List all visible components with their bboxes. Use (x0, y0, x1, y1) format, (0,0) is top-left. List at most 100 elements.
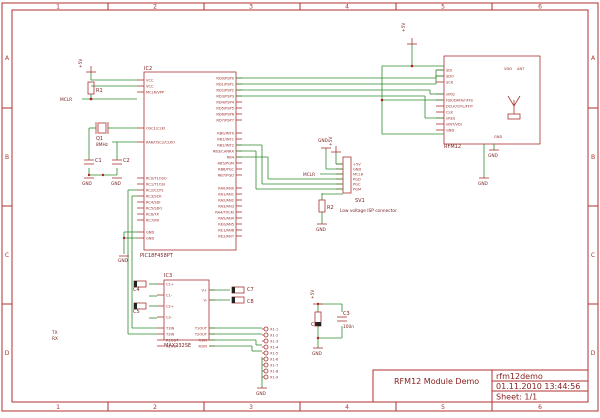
col-label: 5 (441, 4, 445, 11)
col-label: 3 (249, 4, 253, 11)
ic2-gnd-pin-label: GND (146, 236, 154, 240)
c2-label: C2 (123, 158, 130, 164)
c4-label: C4 (133, 287, 140, 293)
c6-label: C6 (311, 322, 318, 328)
col-label: 4 (345, 404, 349, 411)
mclr-net-label: MCLR (60, 97, 72, 103)
quartz-crystal (95, 122, 112, 134)
ic2-left-pins: VCC VCC MCLR/VPP OSC1/CLKI RA6/OSC2/CLKO RC0/… (137, 78, 175, 240)
ic2-rd-pin-label: RD1/PSP1 (216, 82, 234, 86)
vcc-symbol-pic (86, 66, 96, 73)
connector-pin-label: X1-4 (270, 345, 279, 349)
connector-pin-label: X1-5 (270, 351, 278, 355)
title-block (372, 369, 589, 403)
vcc-label-decoupling: +5V (310, 290, 316, 299)
icsp-pin-label: GND (353, 167, 361, 171)
ic2-ra-pin-label: RE0/AN5 (218, 222, 234, 226)
ic3-io-pin-label: R2IN (198, 344, 207, 348)
ic3-io-pin-label: T2IN (165, 332, 175, 336)
vcc-symbol-icsp (331, 146, 341, 153)
ic2-ra-pin-label: RA5/AN4 (218, 216, 234, 220)
ic2-osc-pin-label: RA6/OSC2/CLKO (146, 140, 175, 144)
ic3-io-pin-label: T1IN (165, 326, 175, 330)
gnd-label: GND (111, 181, 122, 187)
ic2-rc-pin-label: RC4/SDI (146, 200, 160, 204)
ic2-gnd-pin-label: GND (146, 230, 154, 234)
connector-pin (263, 362, 269, 368)
ic2-ra-pin-label: RA0/AN0 (218, 186, 234, 190)
ic3-ref: IC3 (164, 273, 172, 279)
rfm12-ref: RFM12 (444, 144, 461, 150)
ic2-ra-pin-label: RE1/AN6 (218, 228, 234, 232)
connector-pin (263, 344, 269, 350)
connector-pin-label: X1-9 (270, 375, 279, 379)
capacitor-c3 (337, 316, 347, 322)
capacitor-c2 (112, 159, 122, 165)
ic3-io-pin-label: R2OUT (166, 344, 179, 348)
ic2-osc-pin-label: OSC1/CLKI (146, 126, 165, 130)
ic3-cap-pin-label: C2- (166, 315, 173, 319)
c3-label: C3 (343, 311, 350, 317)
capacitor-c8 (231, 296, 245, 304)
r2-resistor (318, 199, 326, 213)
row-label: A (5, 55, 10, 62)
ic2-left-pin-label: VCC (146, 84, 154, 88)
capacitor-c7 (231, 286, 245, 294)
icsp-pin-label: +5V (353, 162, 361, 166)
rx-net-label: RX (52, 336, 58, 342)
rfm12-pin-label: DCLK/CFIL/FFIT (446, 104, 474, 108)
gnd-label: GND (316, 227, 327, 233)
ic2-body (143, 71, 237, 251)
col-label: 2 (153, 404, 157, 411)
icsp-pin-label: MCLR (353, 172, 364, 176)
row-label: B (591, 154, 595, 161)
rfm12-pin-label: FSK/DATA/nFFS (446, 98, 474, 102)
ic3-name: MAX232SE (164, 343, 191, 349)
c7-label: C7 (247, 287, 254, 293)
icsp-caption: Low voltage ISP connector (340, 208, 397, 214)
capacitor-c6 (314, 311, 322, 327)
c5-label: C5 (133, 309, 140, 315)
ic3-cap-pin-label: C1+ (166, 282, 174, 286)
connector-pin-label: X1-2 (270, 333, 278, 337)
ic2-rb-pin-label: RB0/INT0 (217, 131, 234, 135)
ic2-left-pin-label: MCLR/VPP (146, 90, 165, 94)
ic2-rb-pin-label: RB1/INT1 (217, 137, 234, 141)
rfm12-pin-label: nINT/VDI (446, 122, 462, 126)
ic2-rc-pin-label: RC3/SCK (146, 194, 162, 198)
rfm12-vdd-label: VDD (504, 67, 512, 71)
connector-pin (263, 350, 269, 356)
vcc-label-rfm: +5V (401, 23, 407, 32)
gnd-label: GND (318, 138, 329, 144)
ic3-io-pin-label: R1IN (198, 338, 207, 342)
ic2-rb-pin-label: RB7/PGD (218, 173, 234, 177)
gnd-label: GND (256, 391, 267, 397)
gnd-label: GND (478, 181, 489, 187)
ic2-rc-pin-label: RC0/T1OSO (146, 176, 167, 180)
icsp-pin-label: PGC (353, 182, 361, 186)
ic2-rd-pin-label: RD3/PSP3 (216, 94, 234, 98)
ic2-rb-pin-label: RB3/CANRX (213, 149, 235, 153)
ic2-ref: IC2 (144, 66, 152, 72)
ic2-rd-pin-label: RD2/PSP2 (216, 88, 234, 92)
col-label: 4 (345, 4, 349, 11)
rfm12-pin-label: nRES (446, 116, 456, 120)
file-name: rfm12demo (496, 372, 543, 381)
drawing-frame (1, 2, 599, 412)
col-label: 6 (538, 4, 542, 11)
ic2-ra-pin-label: RA3/AN3 (218, 204, 234, 208)
gnd-symbols (84, 147, 499, 389)
tx-net-label: TX (51, 330, 58, 336)
vcc-symbol-rfm (407, 38, 417, 45)
col-label: 6 (538, 404, 542, 411)
col-label: 3 (249, 404, 253, 411)
ic2-left-pin-label: VCC (146, 78, 154, 82)
capacitor-c4 (133, 280, 147, 288)
capacitor-c1 (84, 159, 94, 165)
row-label: C (591, 252, 595, 259)
connector-pin (263, 374, 269, 380)
c8-label: C8 (247, 299, 254, 305)
icsp-pin-label: PGM (353, 187, 361, 191)
ic2-rb-pin-label: RB5/PGM (217, 161, 234, 165)
